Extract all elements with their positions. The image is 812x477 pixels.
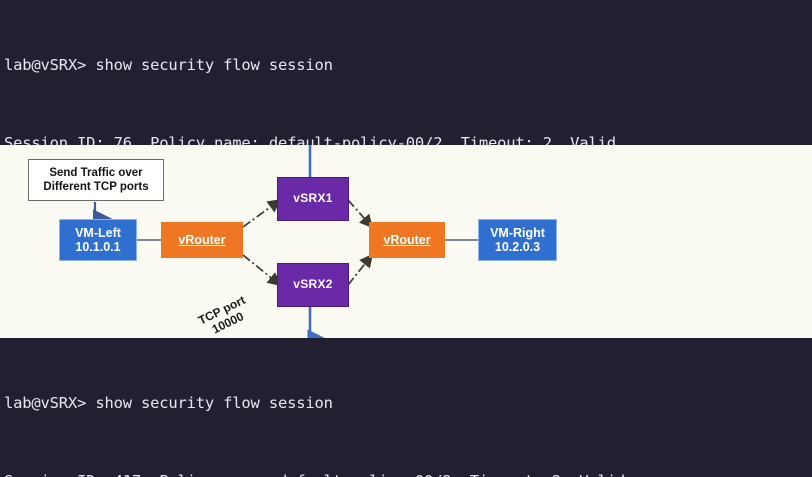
node-vm-left-ip: 10.1.0.1 xyxy=(75,240,121,254)
callout-line-2: Different TCP ports xyxy=(43,181,149,193)
node-vrouter-right-label: vRouter xyxy=(383,232,431,247)
node-vrouter-left[interactable]: vRouter xyxy=(161,222,243,258)
node-vrouter-left-label: vRouter xyxy=(178,232,226,247)
node-vm-left-name: VM-Left xyxy=(75,225,121,240)
terminal-line-session-header: Session ID: 417, Policy name: default-po… xyxy=(0,468,812,477)
node-vm-right-name: VM-Right xyxy=(490,225,545,240)
link-vsrx2-vrouterright xyxy=(347,253,374,286)
terminal-line-command: lab@vSRX> show security flow session xyxy=(4,56,333,74)
callout-line-1: Send Traffic over xyxy=(49,166,143,179)
diagram-connectors xyxy=(92,145,478,338)
node-vm-right[interactable]: VM-Right 10.2.0.3 xyxy=(478,219,557,261)
node-vm-left[interactable]: VM-Left 10.1.0.1 xyxy=(59,219,137,261)
node-vm-right-ip: 10.2.0.3 xyxy=(494,240,541,254)
node-vrouter-right[interactable]: vRouter xyxy=(369,222,445,258)
node-vsrx1[interactable]: vSRX1 xyxy=(277,177,349,221)
link-vrouterleft-vsrx1 xyxy=(242,198,282,228)
node-vsrx1-label: vSRX1 xyxy=(293,191,333,206)
network-topology-diagram: Send Traffic over Different TCP ports VM… xyxy=(0,145,812,461)
link-vsrx1-vrouterright xyxy=(347,199,374,229)
terminal-line-command: lab@vSRX> show security flow session xyxy=(4,394,333,412)
link-vrouterleft-vsrx2 xyxy=(242,254,282,287)
terminal-output-bottom[interactable]: lab@vSRX> show security flow session Ses… xyxy=(0,338,812,477)
node-vsrx2-label: vSRX2 xyxy=(293,277,333,292)
terminal-line-session-header: Session ID: 76, Policy name: default-pol… xyxy=(4,134,616,145)
node-vsrx2[interactable]: vSRX2 xyxy=(277,263,349,307)
callout-send-traffic: Send Traffic over Different TCP ports xyxy=(28,159,164,201)
terminal-output-top[interactable]: lab@vSRX> show security flow session Ses… xyxy=(0,0,812,145)
